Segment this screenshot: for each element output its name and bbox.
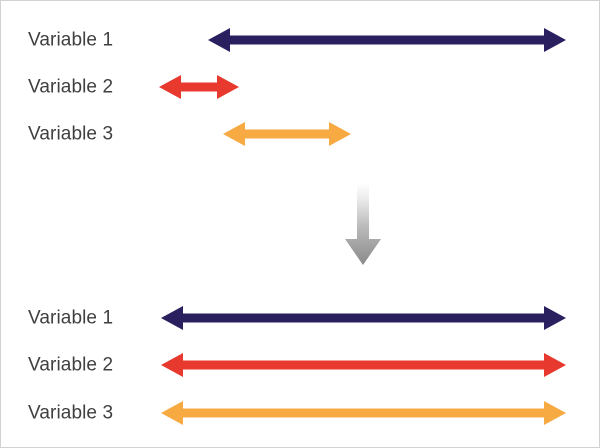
top-variable-3-arrow [223, 122, 351, 146]
bottom-variable-3-label: Variable 3 [28, 402, 114, 424]
top-variable-1-arrow [208, 28, 566, 52]
top-variable-2-label: Variable 2 [28, 76, 114, 98]
top-variable-2-arrow [159, 75, 239, 99]
bottom-variable-1-label: Variable 1 [28, 307, 114, 329]
bottom-variable-2-label: Variable 2 [28, 354, 114, 376]
bottom-variable-1-arrow [161, 306, 566, 330]
bottom-variable-3-arrow [161, 401, 566, 425]
down-arrow-icon [345, 183, 381, 265]
top-variable-1-label: Variable 1 [28, 29, 114, 51]
bottom-variable-2-arrow [161, 353, 566, 377]
top-variable-3-label: Variable 3 [28, 123, 114, 145]
